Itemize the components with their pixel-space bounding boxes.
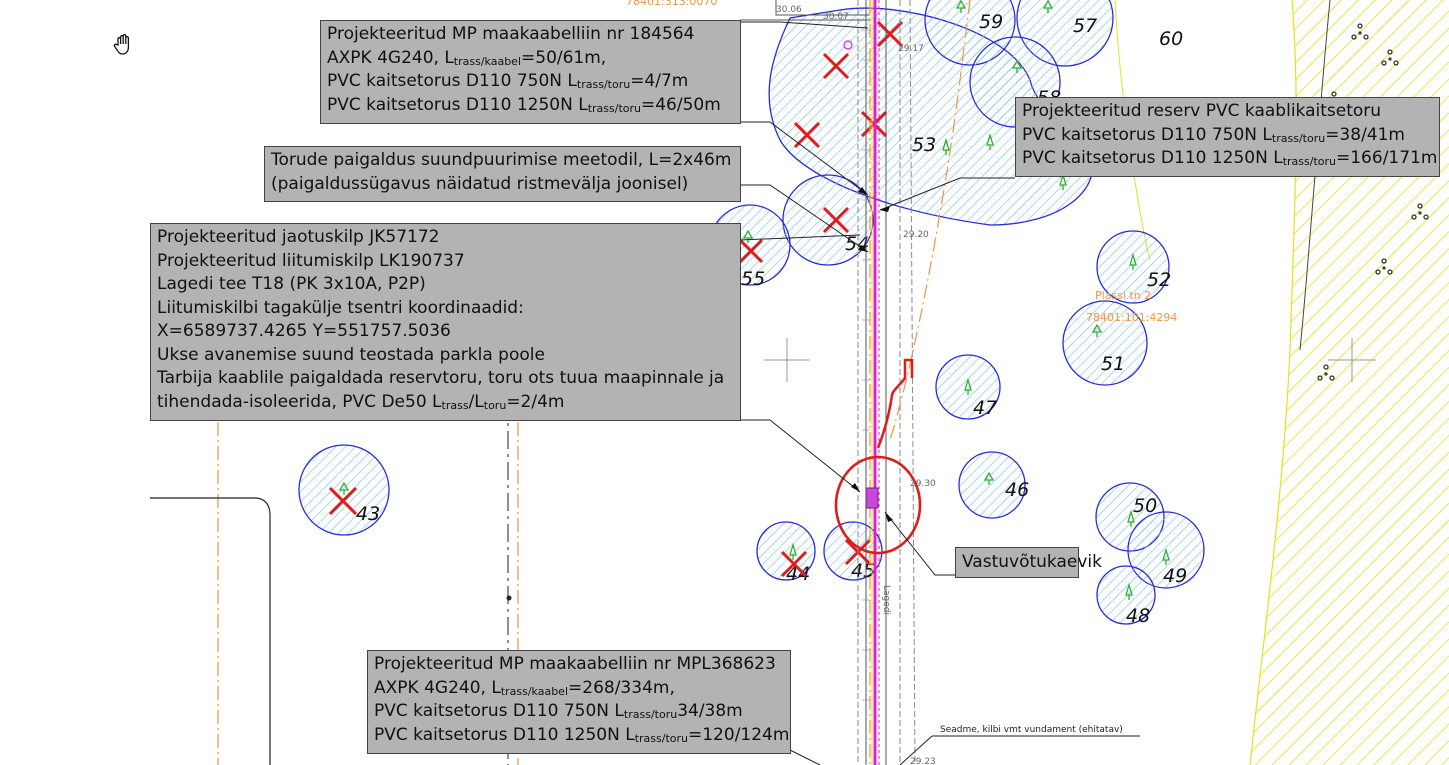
callout-line: PVC kaitsetorus D110 1250N Ltrass/toru=1… (1022, 148, 1438, 168)
tree-number-47: 47 (973, 397, 997, 419)
tree-canopy-47 (935, 354, 1001, 420)
callout-mp-cable-184564[interactable]: Projekteeritud MP maakaabelliin nr 18456… (320, 20, 741, 124)
tree-number-59: 59 (979, 11, 1003, 33)
callout-line: PVC kaitsetorus D110 1250N Ltrass/toru=4… (327, 94, 721, 115)
tree-canopy-54 (782, 174, 874, 266)
level-label-f: 30.07 (823, 12, 849, 22)
callout-line: PVC kaitsetorus D110 1250N Ltrass/toru=1… (374, 724, 790, 745)
callout-line: Projekteeritud MP maakaabelliin nr 18456… (327, 24, 695, 44)
remove-cross-icon (328, 20, 904, 578)
callout-line: Ukse avanemise suund teostada parkla poo… (157, 344, 545, 365)
tree-icon (338, 0, 1170, 600)
callout-line: Projekteeritud reserv PVC kaablikaitseto… (1022, 101, 1382, 121)
callout-line: Lagedi tee T18 (PK 3x10A, P2P) (157, 274, 426, 294)
callout-line: Projekteeritud liitumiskilp LK190737 (157, 250, 465, 271)
callout-line: (paigaldussügavus näidatud ristmevälja j… (271, 173, 689, 194)
callout-distribution-cabinet[interactable]: Projekteeritud jaotuskilp JK57172 Projek… (150, 223, 741, 421)
tree-canopy-51 (1062, 300, 1148, 386)
callout-line: Projekteeritud MP maakaabelliin nr MPL36… (374, 654, 776, 674)
tree-number-48: 48 (1126, 605, 1150, 627)
callout-line: Tarbija kaablile paigaldada reservtoru, … (157, 368, 725, 388)
tree-number-51: 51 (1101, 353, 1125, 375)
foundation-note: Seadme, kilbi vmt vundament (ehitatav) (940, 725, 1123, 735)
tree-number-57: 57 (1073, 15, 1097, 37)
tree-number-50: 50 (1133, 495, 1157, 517)
callout-line: Vastuvõtukaevik (962, 552, 1102, 572)
tree-number-45: 45 (851, 560, 875, 582)
tree-number-55: 55 (741, 268, 765, 290)
callout-line: PVC kaitsetorus D110 750N Ltrass/toru=4/… (327, 71, 689, 91)
highlight-ellipse (834, 455, 922, 555)
top-code-label: 78401:313:0070 (626, 0, 717, 8)
callout-line: X=6589737.4265 Y=551757.5036 (157, 321, 451, 341)
tree-number-49: 49 (1163, 565, 1187, 587)
callout-line: Projekteeritud jaotuskilp JK57172 (157, 227, 440, 247)
leader-arrow (851, 187, 893, 522)
tree-canopy-46 (958, 451, 1026, 519)
tree-number-46: 46 (1005, 479, 1029, 501)
callout-line: AXPK 4G240, Ltrass/kaabel=268/334m, (374, 677, 675, 698)
callout-line: PVC kaitsetorus D110 750N Ltrass/toru34/… (374, 701, 743, 721)
cable-marker (843, 40, 853, 50)
tree-number-60: 60 (1159, 28, 1183, 50)
distribution-cabinet[interactable] (865, 487, 879, 509)
callout-line: tihendada-isoleerida, PVC De50 Ltrass/Lt… (157, 391, 565, 412)
callout-line: AXPK 4G240, Ltrass/kaabel=50/61m, (327, 47, 607, 68)
tree-number-52: 52 (1147, 269, 1171, 291)
callout-directional-drilling[interactable]: Torude paigaldus suundpuurimise meetodil… (264, 146, 741, 202)
tree-number-53: 53 (912, 134, 936, 156)
curb-line (150, 497, 271, 765)
foundation-note-underline (899, 735, 1140, 765)
callout-mp-cable-MPL368623[interactable]: Projekteeritud MP maakaabelliin nr MPL36… (367, 650, 791, 754)
level-label-a: 29.20 (903, 230, 929, 240)
red-connection-line (876, 358, 914, 449)
tree-number-44: 44 (786, 563, 810, 585)
callout-line: Liitumiskilbi tagakülje tsentri koordina… (157, 297, 524, 318)
level-label-c: 29.23 (910, 757, 936, 765)
level-label-d: 29.17 (898, 44, 924, 54)
level-label-b: 29.30 (910, 479, 936, 489)
callout-receiving-pit[interactable]: Vastuvõtukaevik (955, 547, 1102, 578)
tree-number-43: 43 (356, 503, 380, 525)
road-chainage (862, 29, 870, 701)
callout-reserve-pvc-duct[interactable]: Projekteeritud reserv PVC kaablikaitseto… (1015, 97, 1440, 177)
leader-lines (739, 21, 1015, 765)
road-name-label: Lagedi (881, 585, 891, 615)
plot-code-label: 78401:101:4294 (1086, 311, 1177, 324)
road-edges-solid (740, 0, 887, 765)
level-label-e: 30.06 (776, 5, 802, 15)
plot-name-label: Plassi tn 2 (1095, 289, 1151, 302)
tree-canopy-44 (756, 521, 816, 581)
grid-cross (764, 338, 1376, 382)
forest-area (1115, 0, 1449, 765)
callout-line: Torude paigaldus suundpuurimise meetodil… (271, 150, 732, 170)
hand-cursor-icon (113, 34, 130, 55)
survey-point (506, 595, 512, 601)
tree-canopy-45 (823, 521, 883, 581)
callout-line: PVC kaitsetorus D110 750N Ltrass/toru=38… (1022, 124, 1405, 145)
